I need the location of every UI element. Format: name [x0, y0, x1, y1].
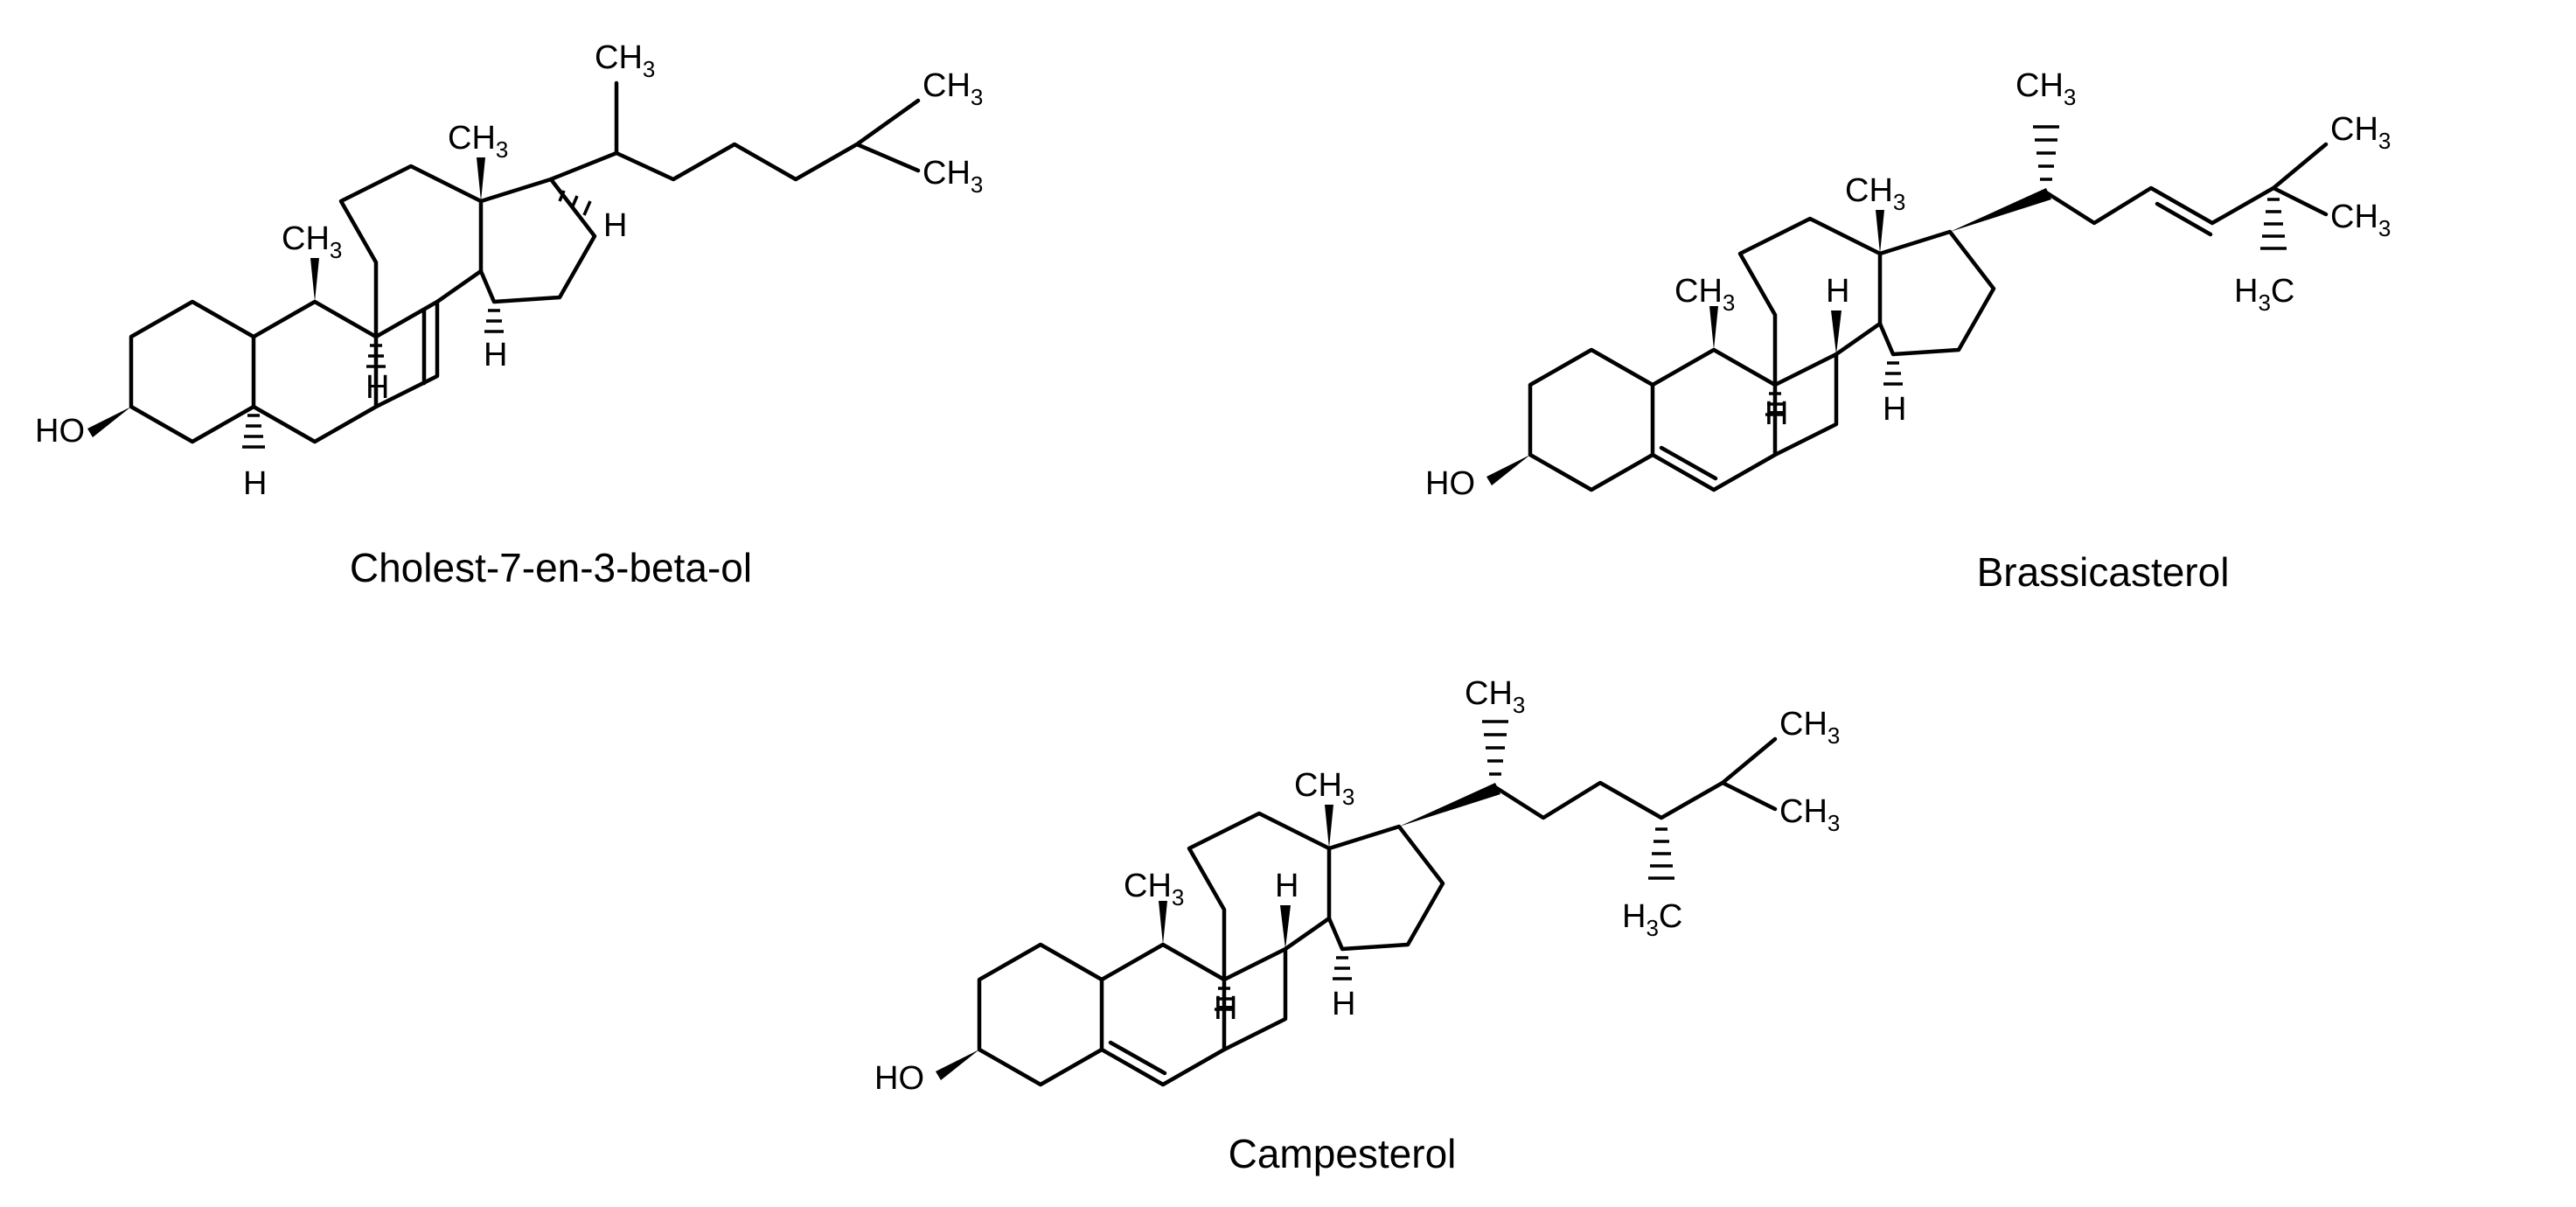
hydrogen-label: H	[1826, 273, 1849, 310]
molecule-name: Campesterol	[1229, 1131, 1457, 1176]
hashed-bond-h17	[558, 190, 592, 216]
wedge-bond	[1399, 783, 1500, 827]
wedge-bond	[87, 407, 131, 437]
molecule-campesterol: HO H H H CH3 CH3 CH3 CH3 CH3 H3C Campest…	[874, 675, 1840, 1176]
wedge-bond	[1486, 455, 1530, 485]
methyl-label: CH3	[1845, 172, 1905, 215]
hydroxyl-label: HO	[1425, 465, 1475, 502]
methyl-label: CH3	[595, 39, 655, 82]
methyl-label: H3C	[1622, 898, 1682, 941]
methyl-label: CH3	[922, 155, 983, 198]
hashed-bond-c20-methyl	[1482, 720, 1508, 776]
wedge-bond	[1831, 310, 1841, 354]
hydroxyl-label: HO	[35, 413, 85, 450]
methyl-label: CH3	[1465, 675, 1525, 718]
hashed-bond-c24-methyl	[1648, 827, 1674, 880]
methyl-label: CH3	[448, 120, 508, 163]
hydrogen-label: H	[243, 465, 267, 502]
hydrogen-label: H	[1883, 391, 1906, 428]
hydrogen-label: H	[366, 369, 389, 406]
wedge-bond	[1709, 306, 1718, 350]
hashed-bond-h14	[1883, 361, 1903, 386]
hydrogen-label: H	[1765, 395, 1788, 432]
hydrogen-label: H	[1332, 986, 1355, 1022]
methyl-label: CH3	[1294, 767, 1354, 810]
steroid-skeleton	[129, 80, 921, 444]
wedge-bond	[1280, 905, 1291, 949]
wedge-bond	[1159, 901, 1167, 945]
methyl-label: CH3	[1779, 793, 1840, 836]
methyl-label: H3C	[2234, 273, 2294, 316]
methyl-label: CH3	[1674, 273, 1735, 316]
wedge-bond	[310, 258, 319, 302]
hydrogen-label: H	[1275, 868, 1298, 904]
hashed-bond-h9	[366, 344, 386, 368]
methyl-label: CH3	[2330, 111, 2391, 154]
molecule-brassicasterol: HO H H H CH3 CH3 CH3 CH3 CH3 H3C Brassic…	[1425, 67, 2391, 595]
hashed-bond-h14	[484, 309, 504, 333]
methyl-label: CH3	[2330, 199, 2391, 241]
hydrogen-label: H	[484, 337, 507, 373]
wedge-bond	[1325, 805, 1333, 848]
wedge-bond	[1950, 188, 2051, 232]
steroid-skeleton	[977, 736, 1778, 1087]
molecule-name: Cholest-7-en-3-beta-ol	[350, 545, 752, 590]
hashed-bond-h9	[1765, 392, 1785, 416]
hashed-bond-c20-methyl	[2033, 125, 2059, 181]
molecule-name: Brassicasterol	[1977, 549, 2230, 595]
hashed-bond-h14	[1333, 956, 1352, 980]
hashed-bond-h9	[1215, 987, 1234, 1011]
hydrogen-label: H	[1214, 990, 1237, 1027]
hashed-bond-h5	[242, 414, 265, 449]
hydrogen-label: H	[603, 207, 627, 244]
wedge-bond	[936, 1050, 979, 1080]
steroid-skeleton	[1528, 142, 2329, 492]
hydroxyl-label: HO	[874, 1060, 924, 1097]
methyl-label: CH3	[1779, 706, 1840, 749]
molecule-cholest-7-en-3-beta-ol: HO H H H H CH3 CH3 CH3 CH3 CH3 Cholest-7…	[35, 39, 983, 590]
methyl-label: CH3	[2016, 67, 2076, 110]
methyl-label: CH3	[922, 67, 983, 110]
wedge-bond	[477, 157, 485, 201]
wedge-bond	[1876, 210, 1884, 254]
hashed-bond-c24-methyl	[2260, 198, 2287, 250]
methyl-label: CH3	[282, 220, 342, 263]
methyl-label: CH3	[1124, 868, 1184, 910]
